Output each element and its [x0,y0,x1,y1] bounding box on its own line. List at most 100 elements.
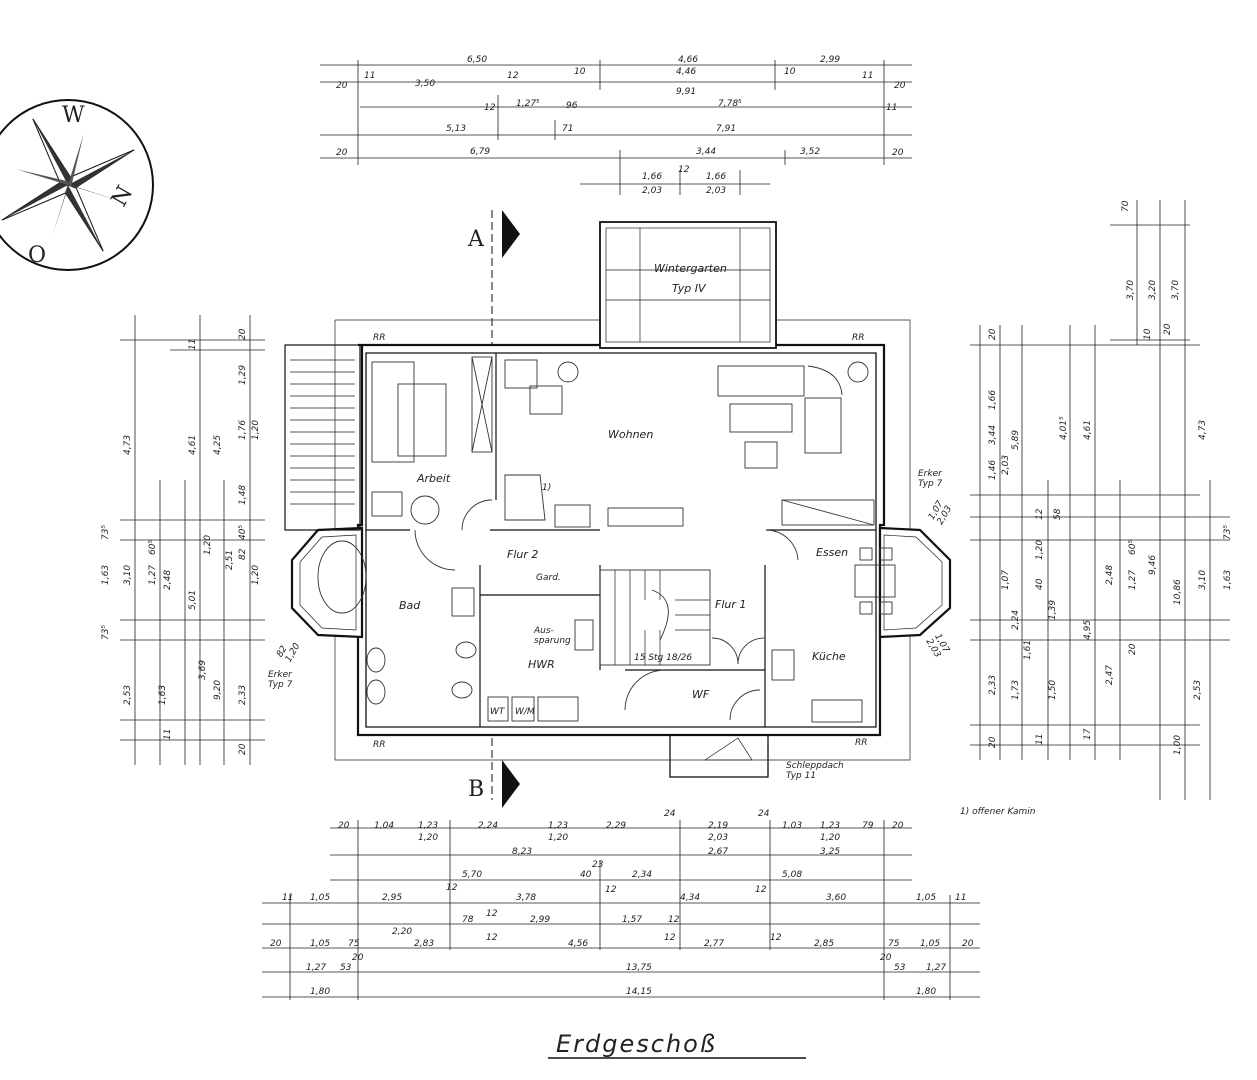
dim-right: 1,50 [1048,680,1058,700]
dim-bottom: 12 [486,933,498,943]
dim-bottom: 2,20 [392,927,412,937]
label-rr: RR [855,738,868,748]
dim-left: 2,53 [123,685,133,705]
label-erker-right-dims: 1,072,03 [924,632,951,660]
footnote: 1) offener Kamin [960,807,1036,817]
room-label-flur1: Flur 1 [715,598,746,611]
dim-bottom: 1,23 [548,821,568,831]
label-rr: RR [852,333,865,343]
dim-bottom: 1,23 [820,821,840,831]
dim-bottom: 12 [770,933,782,943]
dim-bottom: 1,03 [782,821,802,831]
label-wt: WT [490,707,506,717]
dim-right: 20 [988,736,998,748]
page-title: Erdgeschoß [556,1030,717,1058]
dim-left: 1,20 [203,535,213,555]
dim-left: 11 [163,729,173,740]
dim-right: 20 [988,328,998,340]
dim-top: 11 [364,71,375,81]
dim-top: 2,03 [642,186,662,196]
dim-right: 1,63 [1223,570,1233,590]
dim-top: 3,44 [696,147,716,157]
dim-left: 4,73 [123,435,133,455]
drawing-title: Erdgeschoß [548,1030,806,1059]
dim-top: 4,66 [678,55,698,65]
dim-left: 1,20 [251,420,261,440]
dim-bottom: 2,19 [708,821,728,831]
dim-right: 20 [1128,643,1138,655]
room-label-wohnen: Wohnen [608,428,653,441]
dim-bottom: 2,34 [632,870,652,880]
label-rr: RR [373,333,386,343]
dim-left: 1,63 [158,685,168,705]
dim-right: 73⁵ [1223,525,1233,540]
dim-bottom: 20 [892,821,904,831]
dim-right: 2,48 [1105,565,1115,585]
dim-bottom: 5,70 [462,870,482,880]
label-rr: RR [373,740,386,750]
room-label-hwr: HWR [528,658,555,671]
dim-top: 1,66 [642,172,662,182]
dim-bottom: 1,80 [310,987,330,997]
dim-right: 12 [1035,508,1045,520]
dim-top: 4,46 [676,67,696,77]
dim-left: 4,25 [213,435,223,455]
dim-bottom: 1,27 [926,963,946,973]
dim-bottom: 2,85 [814,939,834,949]
dim-far-right: 20 [1163,323,1173,335]
compass-w-label: W [62,103,85,128]
dim-left: 5,01 [188,590,198,610]
dim-bottom: 78 [462,915,474,925]
dim-bottom: 12 [668,915,680,925]
dim-bottom: 75 [888,939,900,949]
dim-left: 20 [238,743,248,755]
room-labels: Arbeit Wohnen Wintergarten Typ IV Flur 2… [399,262,848,717]
dim-top: 20 [336,81,348,91]
section-b-label: B [468,777,484,802]
dim-right: 2,53 [1193,680,1203,700]
dim-bottom: 5,08 [782,870,802,880]
dim-bottom: 2,77 [704,939,724,949]
dim-right: 10,86 [1173,579,1183,605]
dim-top: 11 [862,71,873,81]
dim-top: 2,99 [820,55,840,65]
dim-top: 7,78⁵ [718,99,742,109]
dim-far-right: 10 [1143,328,1153,340]
dim-bottom: 4,56 [568,939,588,949]
section-a-label: A [467,227,485,252]
dim-bottom: 24 [664,809,676,819]
dim-right: 3,10 [1198,570,1208,590]
compass-n-label: N [107,182,138,211]
dim-bottom: 8,23 [512,847,532,857]
dim-bottom: 12 [486,909,498,919]
dim-left: 1,48 [238,485,248,505]
dim-bottom: 12 [446,883,458,893]
dim-right: 1,66 [988,390,998,410]
dim-far-right: 3,70 [1126,280,1136,300]
dim-right: 5,89 [1011,430,1021,450]
room-label-essen: Essen [816,546,848,559]
dim-left: 3,69 [198,660,208,680]
dim-bottom: 1,04 [374,821,394,831]
compass-o-label: O [28,243,46,268]
dim-bottom: 1,57 [622,915,642,925]
dim-bottom: 1,05 [310,893,330,903]
dim-bottom: 13,75 [626,963,652,973]
dim-right: 4,61 [1083,420,1093,440]
dim-right: 3,44 [988,425,998,445]
dim-bottom: 3,78 [516,893,536,903]
dim-top: 1,66 [706,172,726,182]
dim-right: 2,24 [1011,610,1021,630]
dim-left: 20 [238,328,248,340]
dim-right: 1,73 [1011,680,1021,700]
dim-bottom: 2,95 [382,893,402,903]
dim-left: 9,20 [213,680,223,700]
label-kamin-mark: 1) [542,483,551,493]
dim-far-right: 3,70 [1171,280,1181,300]
building-walls [284,221,952,778]
label-wm: W/M [515,707,535,717]
dim-right: 1,61 [1023,640,1033,660]
